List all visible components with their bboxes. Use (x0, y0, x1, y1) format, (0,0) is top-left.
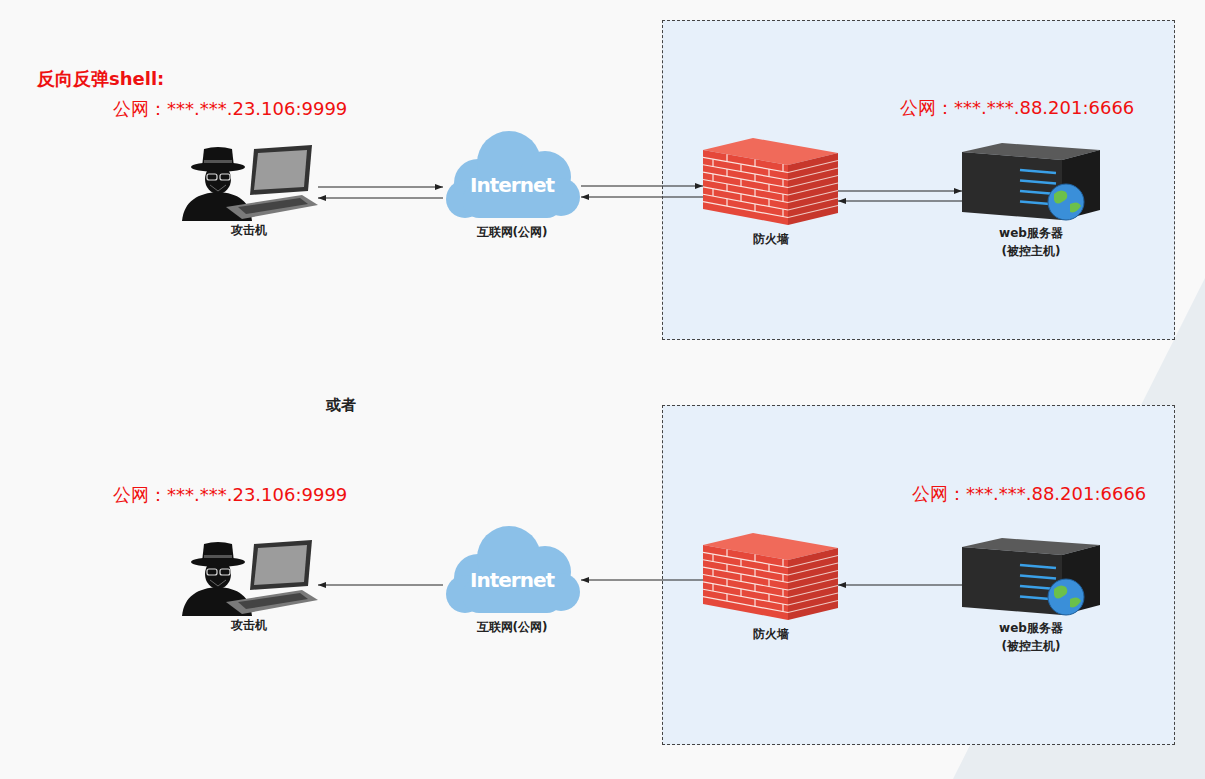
node-label: 防火墙 (753, 625, 789, 643)
attacker-node: 攻击机 (180, 540, 318, 635)
web-server-node: web服务器 (被控主机) (962, 140, 1100, 260)
internet-cloud: Internet 互联网(公网) (443, 125, 581, 241)
zone-fill (662, 20, 1175, 340)
diagram-title: 反向反弹shell: (37, 68, 164, 90)
zone-fill (662, 405, 1175, 745)
ip-address: 公网：***.***.23.106:9999 (113, 484, 347, 506)
attacker-node: 攻击机 (180, 145, 318, 240)
firewall-node: 防火墙 (703, 135, 838, 250)
node-label: 互联网(公网) (477, 618, 548, 636)
alternative-note: 或者 (326, 395, 356, 415)
connector-arrow (318, 198, 443, 199)
brick-wall-icon (703, 135, 838, 230)
connector-arrow (318, 187, 443, 188)
connector-arrow (581, 186, 703, 187)
connector-arrow (581, 197, 703, 198)
connector-arrow (838, 191, 962, 192)
internet-cloud: Internet 互联网(公网) (443, 520, 581, 636)
connector-arrow (838, 585, 962, 586)
node-label: web服务器 (被控主机) (989, 224, 1073, 260)
ip-address: 公网：***.***.23.106:9999 (113, 98, 347, 120)
hacker-laptop-icon (180, 145, 318, 221)
ip-address: 公网：***.***.88.201:6666 (912, 483, 1146, 505)
connector-arrow (581, 580, 703, 581)
server-icon (962, 140, 1100, 224)
cloud-title: Internet (470, 568, 554, 592)
ip-address: 公网：***.***.88.201:6666 (900, 97, 1134, 119)
node-label: web服务器 (被控主机) (989, 619, 1073, 655)
node-label: 防火墙 (753, 230, 789, 248)
brick-wall-icon (703, 530, 838, 625)
node-label: 互联网(公网) (477, 223, 548, 241)
network-zone: 防火墙 web服务器 (被控主机) 公网：***.***.88.201:6666 (662, 405, 1175, 745)
node-label: 攻击机 (231, 616, 267, 634)
connector-arrow (318, 585, 443, 586)
connector-arrow (838, 201, 962, 202)
server-icon (962, 535, 1100, 619)
cloud-title: Internet (470, 173, 554, 197)
network-zone: 防火墙 web服务器 (被控主机) 公网：***.***.88.201:6666 (662, 20, 1175, 340)
firewall-node: 防火墙 (703, 530, 838, 645)
web-server-node: web服务器 (被控主机) (962, 535, 1100, 655)
node-label: 攻击机 (231, 221, 267, 239)
hacker-laptop-icon (180, 540, 318, 616)
